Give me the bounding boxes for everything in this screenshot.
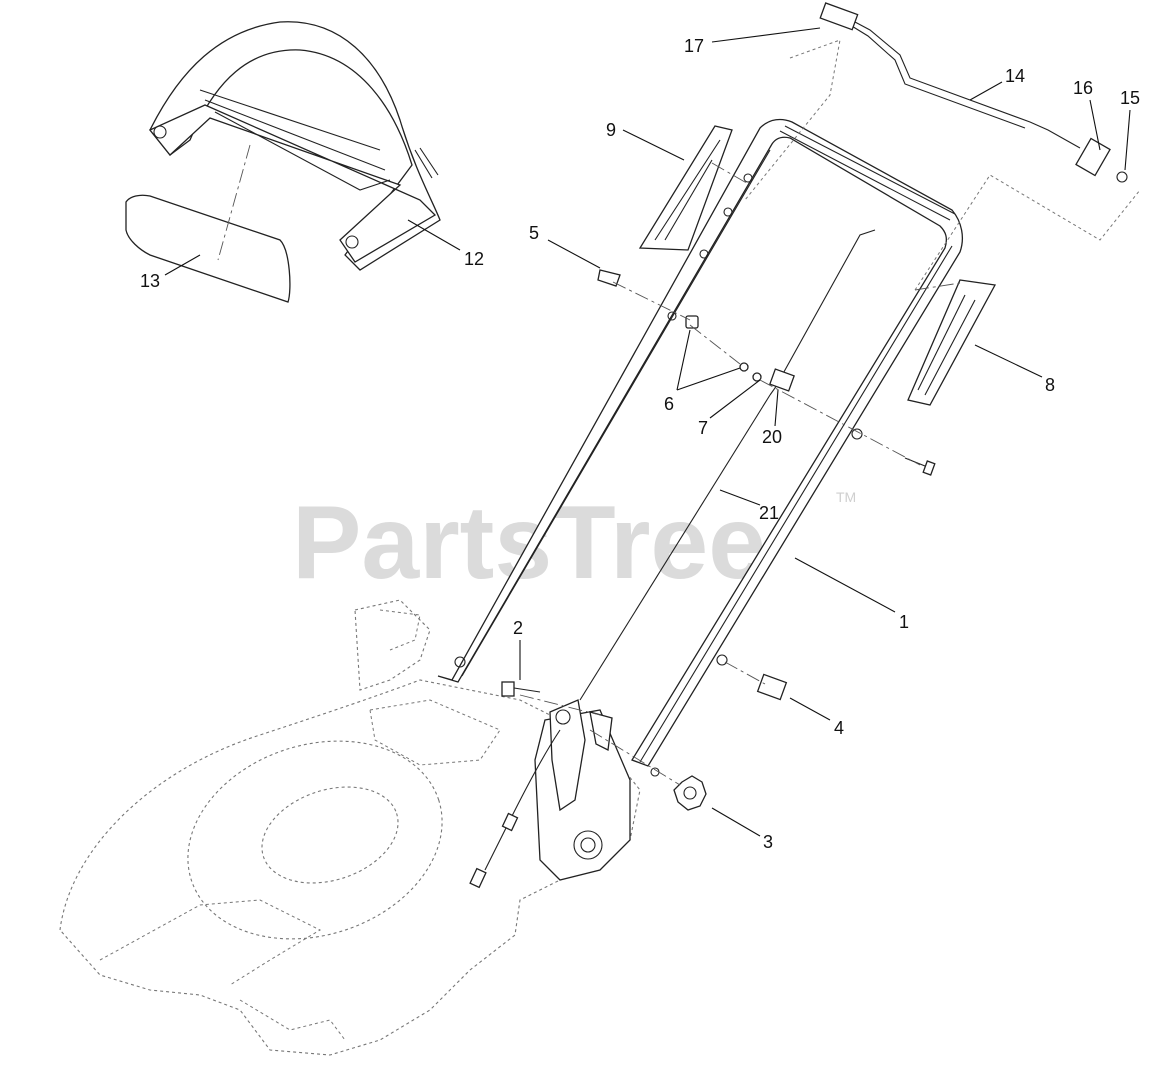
callout-7: 7	[698, 418, 708, 438]
callout-labels: 1 2 3 4 5 6 7 8 9 12 13 14 15 16 17 20 2…	[140, 36, 1140, 852]
hardware	[501, 269, 936, 811]
callout-14: 14	[1005, 66, 1025, 86]
callout-16: 16	[1073, 78, 1093, 98]
callout-13: 13	[140, 271, 160, 291]
callout-20: 20	[762, 427, 782, 447]
control-lever	[819, 2, 1128, 183]
side-panel-left	[638, 125, 733, 251]
upper-handle	[148, 21, 441, 271]
centerline-grip	[217, 144, 251, 261]
rear-housing	[534, 699, 631, 881]
callout-5: 5	[529, 223, 539, 243]
side-panel-right	[907, 279, 997, 406]
callout-9: 9	[606, 120, 616, 140]
callout-8: 8	[1045, 375, 1055, 395]
callout-17: 17	[684, 36, 704, 56]
callout-6: 6	[664, 394, 674, 414]
grip-pad	[125, 194, 291, 303]
handle-tube	[437, 118, 963, 777]
callout-3: 3	[763, 832, 773, 852]
watermark-trademark: TM	[836, 489, 856, 505]
mower-deck	[59, 599, 641, 1056]
control-cable	[469, 229, 876, 889]
callout-15: 15	[1120, 88, 1140, 108]
leader-lines	[164, 27, 1131, 837]
callout-12: 12	[464, 249, 484, 269]
callout-21: 21	[759, 503, 779, 523]
assembly-centerlines	[519, 39, 1141, 786]
callout-1: 1	[899, 612, 909, 632]
callout-2: 2	[513, 618, 523, 638]
callout-4: 4	[834, 718, 844, 738]
